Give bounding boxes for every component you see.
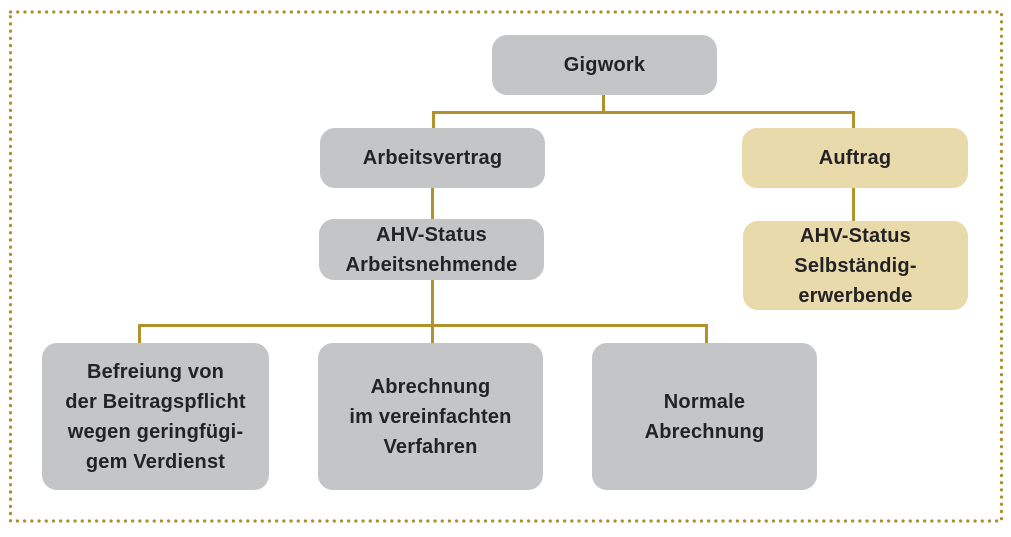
connector-drop-arbeitsvertrag xyxy=(432,111,435,128)
connector-drop-normale xyxy=(705,324,708,343)
node-gigwork: Gigwork xyxy=(492,35,717,95)
connector-ahv-down xyxy=(431,280,434,343)
connector-level1-rail xyxy=(432,111,855,114)
node-ahv-status-selbstaendigerwerbende: AHV-Status Selbständig- erwerbende xyxy=(743,221,968,310)
node-arbeitsvertrag-label: Arbeitsvertrag xyxy=(362,147,503,169)
connector-root-stub xyxy=(602,95,605,113)
node-ahv-status-selbstaendigerwerbende-label: AHV-Status Selbständig- erwerbende xyxy=(794,224,917,307)
node-gigwork-label: Gigwork xyxy=(563,54,646,76)
connector-drop-befreiung xyxy=(138,324,141,343)
node-auftrag-label: Auftrag xyxy=(818,147,892,169)
node-normale-abrechnung-label: Normale Abrechnung xyxy=(644,390,765,443)
connector-drop-auftrag xyxy=(852,111,855,128)
node-vereinfachtes-verfahren: Abrechnung im vereinfachten Verfahren xyxy=(318,343,543,490)
connector-level3-rail xyxy=(138,324,708,327)
node-normale-abrechnung: Normale Abrechnung xyxy=(592,343,817,490)
node-ahv-status-arbeitsnehmende: AHV-Status Arbeitsnehmende xyxy=(319,219,544,280)
node-befreiung-beitragspflicht: Befreiung von der Beitragspflicht wegen … xyxy=(42,343,269,490)
node-befreiung-beitragspflicht-label: Befreiung von der Beitragspflicht wegen … xyxy=(65,360,246,473)
node-auftrag: Auftrag xyxy=(742,128,968,188)
node-arbeitsvertrag: Arbeitsvertrag xyxy=(320,128,545,188)
connector-auftrag-ahv xyxy=(852,188,855,221)
connector-arbeitsvertrag-ahv xyxy=(431,188,434,219)
node-vereinfachtes-verfahren-label: Abrechnung im vereinfachten Verfahren xyxy=(349,375,512,458)
node-ahv-status-arbeitsnehmende-label: AHV-Status Arbeitsnehmende xyxy=(345,223,518,276)
